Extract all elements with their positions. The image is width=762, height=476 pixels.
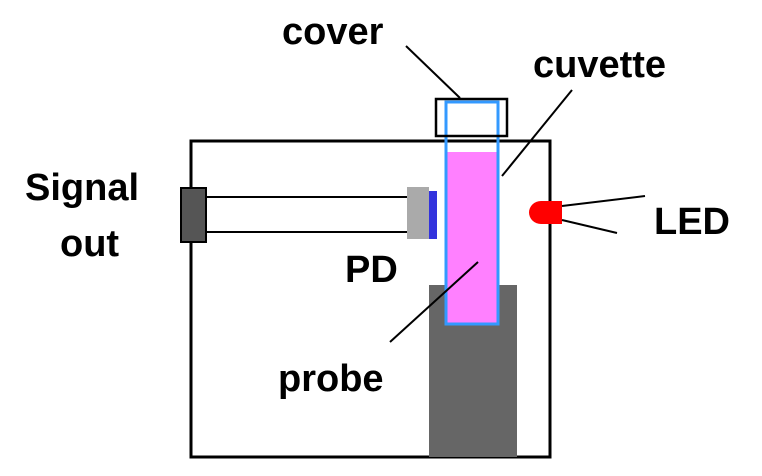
signal-out-label-line1: Signal — [25, 167, 139, 209]
led — [529, 201, 562, 224]
signal-out-connector — [180, 187, 207, 243]
pd-label: PD — [345, 249, 398, 291]
photodiode-face — [429, 191, 437, 239]
cuvette-cover — [434, 97, 509, 138]
cuvette-leader-line — [501, 89, 573, 177]
cover-label: cover — [282, 11, 384, 53]
photodiode-body — [407, 187, 429, 239]
led-lead-bottom — [561, 219, 618, 234]
cover-leader-line — [405, 45, 461, 99]
cuvette — [444, 100, 500, 326]
signal-out-label-line2: out — [60, 223, 119, 265]
sample-liquid — [447, 152, 497, 324]
probe-leader-line — [389, 261, 479, 343]
probe-label: probe — [278, 358, 384, 400]
sensor-housing — [189, 139, 552, 459]
cuvette-label: cuvette — [533, 44, 666, 86]
led-label: LED — [654, 201, 730, 243]
led-lead-top — [561, 195, 646, 207]
